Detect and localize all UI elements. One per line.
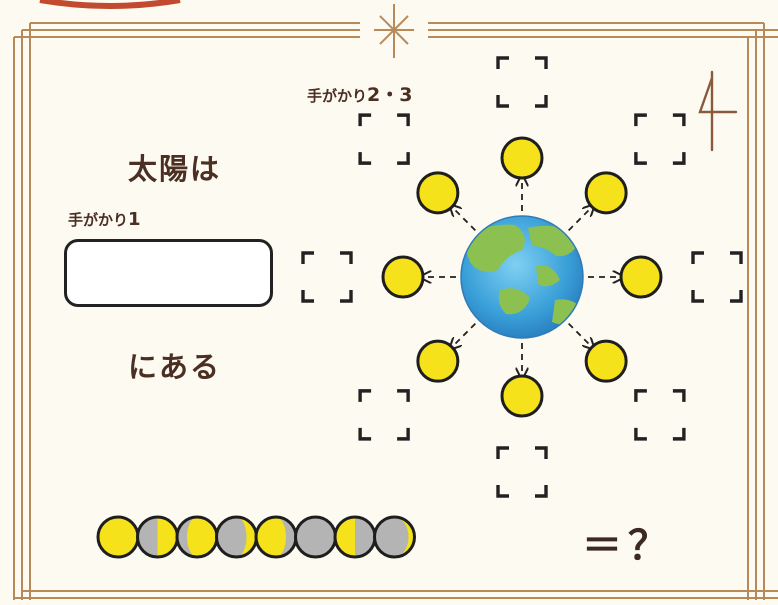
answer-bracket-n[interactable] [496, 56, 548, 108]
moon-phase-row [96, 515, 416, 559]
answer-bracket-w[interactable] [301, 251, 353, 303]
answer-bracket-se[interactable] [634, 389, 686, 441]
moon-phase-full [96, 515, 140, 559]
sun-positions [381, 136, 663, 418]
answer-input-box[interactable] [64, 239, 273, 307]
moon-phase-right-half-lit [136, 515, 179, 559]
answer-bracket-ne[interactable] [634, 113, 686, 165]
moon-phase-right-gibbous [175, 515, 219, 559]
answer-bracket-e[interactable] [691, 251, 743, 303]
equals-question: ＝？ [582, 523, 674, 569]
corner-arc-decoration [39, 0, 181, 9]
answer-bracket-nw[interactable] [358, 113, 410, 165]
sun-se [584, 339, 628, 383]
sun-sw [416, 339, 460, 383]
clue-1-number: 1 [128, 209, 141, 230]
sun-w [381, 255, 425, 299]
sun-e [619, 255, 663, 299]
answer-bracket-sw[interactable] [358, 389, 410, 441]
puzzle-title: 太陽は [128, 152, 222, 186]
clue-1-label: 手がかり1 [68, 209, 141, 230]
clue-2-3-number: 2・3 [367, 84, 413, 106]
moon-phase-new [294, 515, 337, 559]
decorative-frame [13, 22, 778, 600]
answer-bracket-boxes [301, 56, 743, 498]
puzzle-suffix: にある [128, 350, 222, 384]
moon-phase-right-crescent [215, 515, 258, 559]
sun-ne [584, 171, 628, 215]
clue-1-text: 手がかり [68, 211, 129, 229]
moon-phase-right-thin-crescent [373, 515, 416, 559]
moon-phase-left-half-lit [333, 515, 377, 559]
sun-n [500, 136, 544, 180]
sun-s [500, 374, 544, 418]
clue-2-3-label: 手がかり2・3 [307, 80, 412, 107]
moon-phase-left-gibbous [254, 515, 298, 559]
answer-bracket-s[interactable] [496, 446, 548, 498]
sun-nw [416, 171, 460, 215]
puzzle-number [698, 70, 738, 152]
sparkle-ornament-icon [374, 4, 414, 58]
clue-2-3-text: 手がかり [307, 87, 368, 105]
earth-icon [460, 215, 584, 339]
